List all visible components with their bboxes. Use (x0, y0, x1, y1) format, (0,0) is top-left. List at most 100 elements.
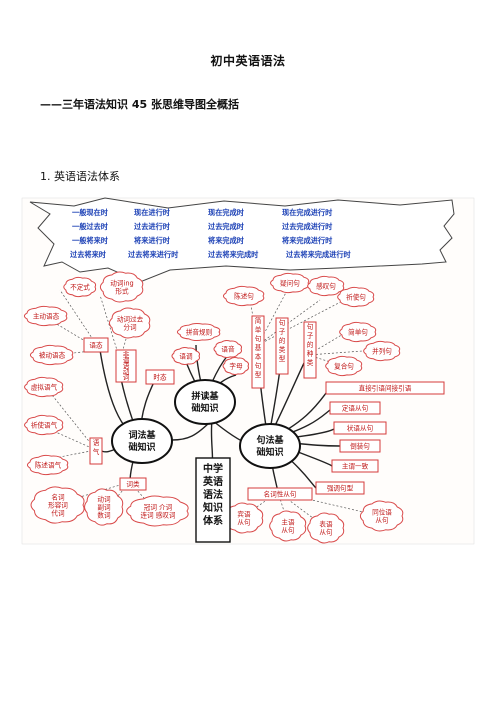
cloud-exclamatory-label: 感叹句 (316, 282, 336, 291)
hub-lexical: 词法基 础知识 (111, 418, 173, 464)
box-basic-patterns-char: 基 (255, 343, 262, 352)
box-parts-of-speech-label: 词类 (126, 480, 140, 489)
cloud-object-clause-label: 宾语 (237, 510, 251, 519)
box-basic-patterns-char: 句 (255, 361, 262, 370)
box-voice-label: 语态 (89, 341, 103, 350)
box-nonfinite-char: 动 (123, 368, 130, 376)
cloud-object-clause-label: 从句 (237, 518, 251, 527)
box-agreement-label: 主谓一致 (342, 462, 369, 471)
cloud-imperative-label: 祈使句 (346, 293, 366, 302)
box-emphatic: 强调句型 (315, 481, 365, 495)
tense-cell: 过去将来时 (70, 250, 107, 259)
box-sentence-types-char: 类 (279, 345, 286, 354)
cloud-alphabet: 字母 (222, 356, 249, 376)
cloud-indicative: 陈述语气 (26, 454, 69, 476)
cloud-appositive-clause-label: 从句 (375, 516, 389, 525)
box-parts-of-speech: 词类 (119, 477, 147, 491)
hub-center-label: 语法 (203, 488, 223, 501)
tense-cell: 过去将来完成进行时 (286, 250, 352, 259)
box-attributive-clause-label: 定语从句 (342, 404, 369, 413)
section-heading: 1. 英语语法体系 (40, 170, 120, 183)
cloud-verb-adv-num-label: 数词 (97, 511, 111, 520)
tense-cell: 过去完成进行时 (282, 222, 333, 231)
box-emphatic-label: 强调句型 (327, 484, 354, 493)
tense-cell: 过去将来完成时 (208, 250, 259, 259)
cloud-active-voice: 主动语态 (23, 305, 68, 327)
tense-cell: 现在进行时 (134, 208, 171, 217)
tense-table: 一般现在时现在进行时现在完成时现在完成进行时一般过去时过去进行时过去完成时过去完… (70, 208, 352, 259)
cloud-passive-voice: 被动语态 (29, 344, 74, 366)
cloud-infinitive: 不定式 (63, 276, 97, 298)
box-attributive-clause: 定语从句 (329, 401, 381, 415)
cloud-article-prep-label: 连词 感叹词 (140, 511, 175, 520)
cloud-imperative: 祈使句 (337, 286, 375, 308)
box-inversion-label: 倒装句 (350, 442, 370, 451)
cloud-subject-clause-label: 从句 (281, 526, 295, 535)
tense-cell: 过去完成时 (208, 222, 245, 231)
cloud-pronunciation-label: 语音 (221, 345, 235, 354)
box-sentence-types-char: 的 (279, 336, 286, 345)
cloud-past-participle-label: 分词 (123, 323, 137, 332)
tense-cell: 一般现在时 (72, 208, 109, 217)
cloud-simple-sentence-label: 简单句 (348, 328, 368, 337)
box-sentence-types-char: 型 (279, 354, 286, 363)
tense-cell: 过去将来进行时 (128, 250, 179, 259)
cloud-imperative-mood-label: 祈使语气 (31, 421, 58, 430)
cloud-subjunctive-label: 虚拟语气 (31, 383, 58, 392)
box-voice: 语态 (83, 337, 109, 353)
hub-center-label: 知识 (202, 501, 223, 514)
box-nonfinite-char: 谓 (123, 356, 130, 365)
cloud-pronunciation: 语音 (213, 339, 243, 359)
box-basic-patterns-char: 型 (255, 370, 262, 379)
tense-cell: 过去进行时 (134, 222, 171, 231)
box-mood-char: 气 (93, 447, 100, 456)
cloud-verb-adv-num-label: 动词 (97, 496, 111, 504)
box-sentence-types-char: 句 (279, 318, 286, 327)
cloud-declarative: 陈述句 (222, 285, 265, 307)
cloud-interrogative: 疑问句 (270, 272, 310, 294)
hub-lexical-label-1: 词法基 (128, 429, 156, 441)
cloud-imperative-mood: 祈使语气 (24, 414, 64, 436)
tense-cell: 一般过去时 (72, 222, 109, 231)
hub-syntax-label-1: 句法基 (256, 434, 284, 446)
cloud-predicative-clause-label: 表语 (319, 520, 333, 529)
cloud-declarative-label: 陈述句 (234, 292, 254, 301)
box-sentence-kinds-char: 子 (307, 332, 314, 340)
hub-syntax-label-2: 础知识 (256, 446, 283, 458)
cloud-intonation-label: 语调 (179, 352, 193, 361)
hub-syntax: 句法基 础知识 (239, 423, 301, 469)
box-nonfinite-char: 词 (123, 373, 130, 381)
box-nonfinite-char: 语 (123, 361, 130, 370)
cloud-complex-sentence: 复合句 (325, 355, 363, 377)
hub-center-label: 中学 (203, 462, 223, 475)
cloud-complex-sentence-label: 复合句 (334, 362, 354, 371)
box-tense-label: 时态 (153, 373, 167, 382)
box-nominal-clause: 名词性从句 (247, 487, 313, 501)
box-sentence-kinds-char: 种 (307, 349, 314, 358)
cloud-past-participle-label: 动词过去 (117, 315, 144, 324)
box-inversion: 倒装句 (339, 439, 381, 453)
hub-phonics-label-1: 拼读基 (191, 390, 219, 402)
tense-cell: 将来完成时 (208, 236, 245, 245)
cloud-indicative-label: 陈述语气 (35, 461, 62, 470)
cloud-verb-ing-label: 形式 (115, 287, 129, 296)
cloud-exclamatory: 感叹句 (307, 275, 345, 297)
cloud-subject-clause-label: 主语 (281, 518, 295, 527)
hub-center-label: 体系 (203, 514, 223, 527)
cloud-noun-adj-pron-label: 形容词 (48, 501, 68, 510)
tense-cell: 将来进行时 (134, 236, 171, 245)
cloud-predicative-clause-label: 从句 (319, 528, 333, 537)
cloud-verb-adv-num-label: 副词 (97, 503, 111, 512)
cloud-noun-adj-pron-label: 代词 (51, 509, 65, 518)
tense-cell: 现在完成进行时 (282, 208, 333, 217)
box-basic-patterns-char: 简 (255, 316, 262, 325)
